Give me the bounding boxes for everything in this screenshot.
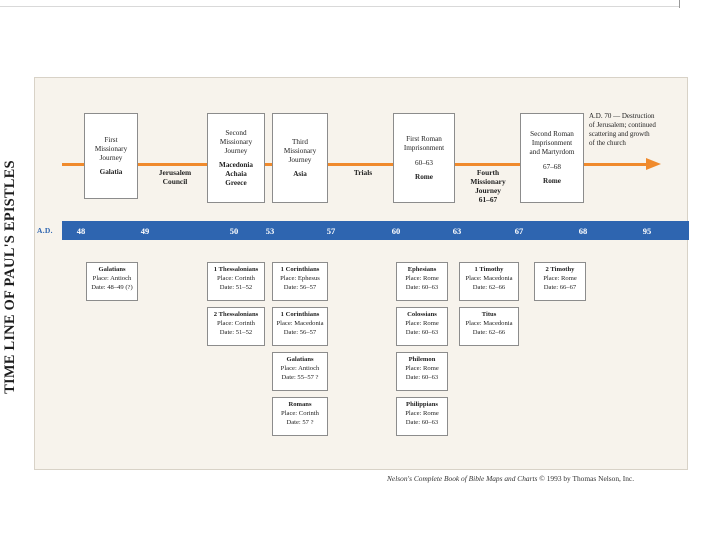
event-place: Rome: [543, 177, 561, 185]
epistle-name: 1 Thessalonians: [213, 266, 259, 273]
epistle-place: Place: Rome: [405, 274, 439, 282]
year-63: 63: [452, 226, 462, 236]
epistle-place: Place: Rome: [405, 319, 439, 327]
epistle-date: Date: 51–52: [219, 283, 253, 291]
epistle-date: Date: 56–57: [283, 283, 317, 291]
top-rule: [0, 6, 680, 7]
year-50: 50: [229, 226, 239, 236]
epistle-date: Date: 66–67: [543, 283, 577, 291]
credit-line: Nelson's Complete Book of Bible Maps and…: [387, 474, 634, 483]
epistle-card-galatians: Galatians Place: Antioch Date: 48–49 (?): [86, 262, 138, 301]
epistle-place: Place: Corinth: [217, 319, 255, 327]
epistle-card-1-corinthians-macedonia: 1 Corinthians Place: Macedonia Date: 56–…: [272, 307, 328, 346]
epistle-card-2-thessalonians: 2 Thessalonians Place: Corinth Date: 51–…: [207, 307, 265, 346]
event-second-roman-imprisonment: Second Roman Imprisonment and Martyrdom …: [520, 113, 584, 203]
epistle-place: Place: Antioch: [92, 274, 132, 282]
destruction-note: A.D. 70 — Destruction of Jerusalem; cont…: [589, 112, 656, 147]
epistle-date: Date: 51–52: [219, 328, 253, 336]
event-second-missionary-journey: Second Missionary Journey Macedonia Acha…: [207, 113, 265, 203]
epistle-name: Colossians: [407, 311, 437, 318]
year-band: [62, 221, 689, 240]
event-third-missionary-journey: Third Missionary Journey Asia: [272, 113, 328, 203]
epistle-date: Date: 60–63: [405, 418, 439, 426]
epistle-name: 2 Thessalonians: [213, 311, 259, 318]
label-trials: Trials: [353, 168, 373, 177]
era-label: A.D.: [37, 226, 53, 235]
epistle-place: Place: Corinth: [217, 274, 255, 282]
year-68: 68: [578, 226, 588, 236]
timeline-arrow-head: [646, 158, 661, 170]
epistle-date: Date: 62–66: [472, 283, 506, 291]
epistle-date: Date: 57 ?: [286, 418, 314, 426]
epistle-place: Place: Rome: [405, 364, 439, 372]
year-49: 49: [140, 226, 150, 236]
event-title: Second Roman Imprisonment and Martyrdom: [529, 130, 575, 156]
year-95: 95: [642, 226, 652, 236]
epistle-date: Date: 60–63: [405, 283, 439, 291]
epistle-name: Philippians: [406, 401, 438, 408]
epistle-card-1-thessalonians: 1 Thessalonians Place: Corinth Date: 51–…: [207, 262, 265, 301]
event-title: First Missionary Journey: [94, 135, 128, 162]
epistle-card-galatians-antioch: Galatians Place: Antioch Date: 55–57 ?: [272, 352, 328, 391]
epistle-place: Place: Corinth: [281, 409, 319, 417]
epistle-date: Date: 60–63: [405, 373, 439, 381]
label-jerusalem-council: Jerusalem Council: [158, 168, 192, 186]
label-fourth-missionary-journey: Fourth Missionary Journey 61–67: [470, 168, 506, 204]
epistle-name: 1 Corinthians: [280, 311, 320, 318]
top-rule-end: [679, 0, 680, 8]
epistle-card-1-timothy: 1 Timothy Place: Macedonia Date: 62–66: [459, 262, 519, 301]
year-48: 48: [76, 226, 86, 236]
epistle-place: Place: Macedonia: [276, 319, 324, 327]
epistle-name: Galatians: [286, 356, 314, 363]
event-place: Asia: [293, 169, 307, 178]
year-57: 57: [326, 226, 336, 236]
credit-copyright: © 1993 by Thomas Nelson, Inc.: [537, 474, 635, 483]
event-place: Macedonia Achaia Greece: [219, 160, 253, 187]
epistle-card-philippians: Philippians Place: Rome Date: 60–63: [396, 397, 448, 436]
side-title: TIME LINE OF PAUL'S EPISTLES: [2, 160, 18, 394]
epistle-place: Place: Ephesus: [280, 274, 320, 282]
event-title: Third Missionary Journey: [283, 137, 317, 164]
epistle-place: Place: Rome: [405, 409, 439, 417]
epistle-card-ephesians: Ephesians Place: Rome Date: 60–63: [396, 262, 448, 301]
epistle-place: Place: Macedonia: [465, 319, 513, 327]
year-53: 53: [265, 226, 275, 236]
event-place: Galatia: [99, 167, 123, 176]
event-years: 67–68: [543, 163, 561, 171]
year-67: 67: [514, 226, 524, 236]
epistle-date: Date: 56–57: [283, 328, 317, 336]
epistle-date: Date: 48–49 (?): [91, 283, 133, 291]
epistle-card-philemon: Philemon Place: Rome Date: 60–63: [396, 352, 448, 391]
event-title: First Roman Imprisonment: [403, 134, 445, 152]
event-first-missionary-journey: First Missionary Journey Galatia: [84, 113, 138, 199]
epistle-card-1-corinthians-ephesus: 1 Corinthians Place: Ephesus Date: 56–57: [272, 262, 328, 301]
epistle-card-romans: Romans Place: Corinth Date: 57 ?: [272, 397, 328, 436]
event-years: 60–63: [415, 158, 433, 167]
epistle-card-2-timothy: 2 Timothy Place: Rome Date: 66–67: [534, 262, 586, 301]
timeline-arrow-line: [62, 163, 648, 166]
epistle-name: Romans: [288, 401, 312, 408]
year-60: 60: [391, 226, 401, 236]
event-place: Rome: [415, 172, 433, 181]
epistle-name: Titus: [481, 311, 497, 318]
epistle-name: 1 Timothy: [474, 266, 504, 273]
epistle-place: Place: Antioch: [280, 364, 320, 372]
epistle-card-titus: Titus Place: Macedonia Date: 62–66: [459, 307, 519, 346]
epistle-name: Philemon: [408, 356, 436, 363]
credit-book: Nelson's Complete Book of Bible Maps and…: [387, 474, 538, 483]
epistle-date: Date: 62–66: [472, 328, 506, 336]
epistle-name: Ephesians: [407, 266, 437, 273]
epistle-place: Place: Rome: [543, 274, 577, 282]
epistle-name: Galatians: [98, 266, 126, 273]
epistle-date: Date: 60–63: [405, 328, 439, 336]
epistle-name: 1 Corinthians: [280, 266, 320, 273]
epistle-card-colossians: Colossians Place: Rome Date: 60–63: [396, 307, 448, 346]
epistle-date: Date: 55–57 ?: [281, 373, 319, 381]
epistle-place: Place: Macedonia: [465, 274, 513, 282]
event-title: Second Missionary Journey: [219, 128, 253, 155]
epistle-name: 2 Timothy: [545, 266, 575, 273]
event-first-roman-imprisonment: First Roman Imprisonment 60–63 Rome: [393, 113, 455, 203]
